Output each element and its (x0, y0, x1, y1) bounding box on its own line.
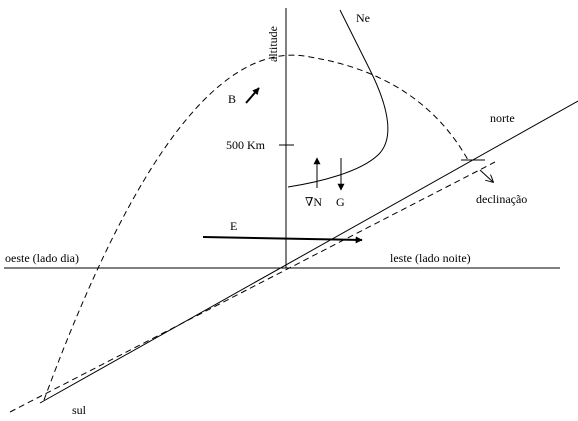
sul-label: sul (72, 403, 87, 417)
north-south-line (39, 100, 578, 404)
g-label: G (336, 195, 345, 209)
leste-label: leste (lado noite) (390, 251, 471, 265)
declinacao-label: declinação (476, 192, 527, 206)
norte-label: norte (490, 111, 515, 125)
grad-n-label: ∇N (305, 195, 322, 209)
ne-profile-curve (287, 9, 389, 188)
b-label: B (228, 92, 236, 106)
e-label: E (230, 219, 237, 233)
ne-label: Ne (356, 11, 370, 25)
oeste-label: oeste (lado dia) (5, 251, 79, 265)
altitude-label: altitude (266, 26, 280, 62)
declination-arrow (479, 169, 493, 182)
km500-label: 500 Km (226, 138, 266, 152)
b-arrow (245, 87, 260, 104)
magnetic-field-line (43, 54, 469, 401)
e-arrow (202, 236, 363, 244)
declination-line (9, 161, 496, 413)
